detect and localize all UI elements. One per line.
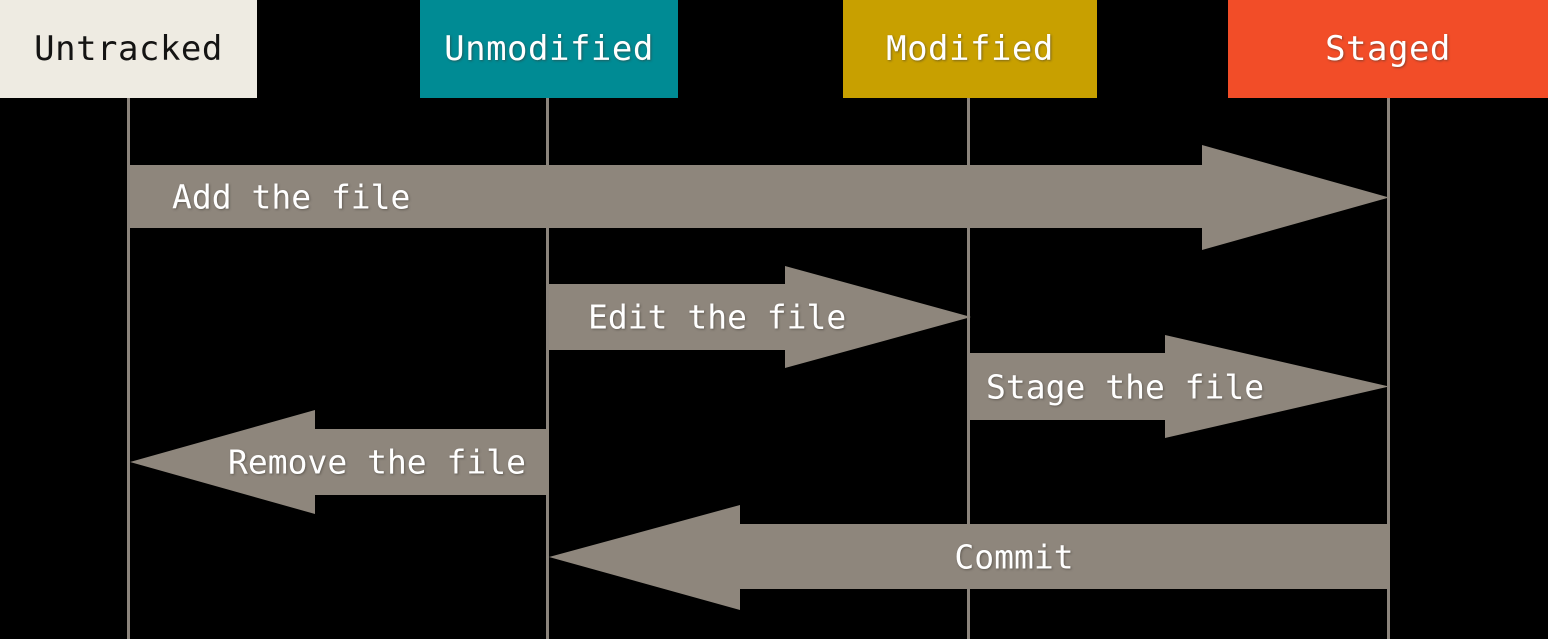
state-label-modified: Modified	[886, 29, 1054, 69]
state-box-untracked: Untracked	[0, 0, 257, 98]
arrow-label-add-the-file: Add the file	[172, 177, 411, 217]
lifeline-unmodified	[546, 98, 549, 639]
state-label-staged: Staged	[1325, 29, 1451, 69]
lifeline-untracked	[127, 98, 130, 639]
arrow-label-remove-the-file: Remove the file	[228, 442, 527, 482]
arrow-edit-the-file	[549, 266, 971, 368]
arrow-remove-the-file	[130, 410, 549, 514]
arrow-commit	[549, 505, 1390, 610]
state-label-untracked: Untracked	[34, 29, 223, 69]
lifeline-staged	[1387, 98, 1390, 639]
arrow-label-commit: Commit	[954, 537, 1074, 577]
arrow-stage-the-file	[970, 335, 1389, 438]
state-label-unmodified: Unmodified	[444, 29, 654, 69]
arrow-label-stage-the-file: Stage the file	[986, 367, 1265, 407]
arrow-add-the-file	[130, 145, 1389, 250]
lifeline-modified	[967, 98, 970, 639]
state-box-staged: Staged	[1228, 0, 1548, 98]
state-box-modified: Modified	[843, 0, 1097, 98]
state-box-unmodified: Unmodified	[420, 0, 678, 98]
arrow-label-edit-the-file: Edit the file	[588, 297, 847, 337]
